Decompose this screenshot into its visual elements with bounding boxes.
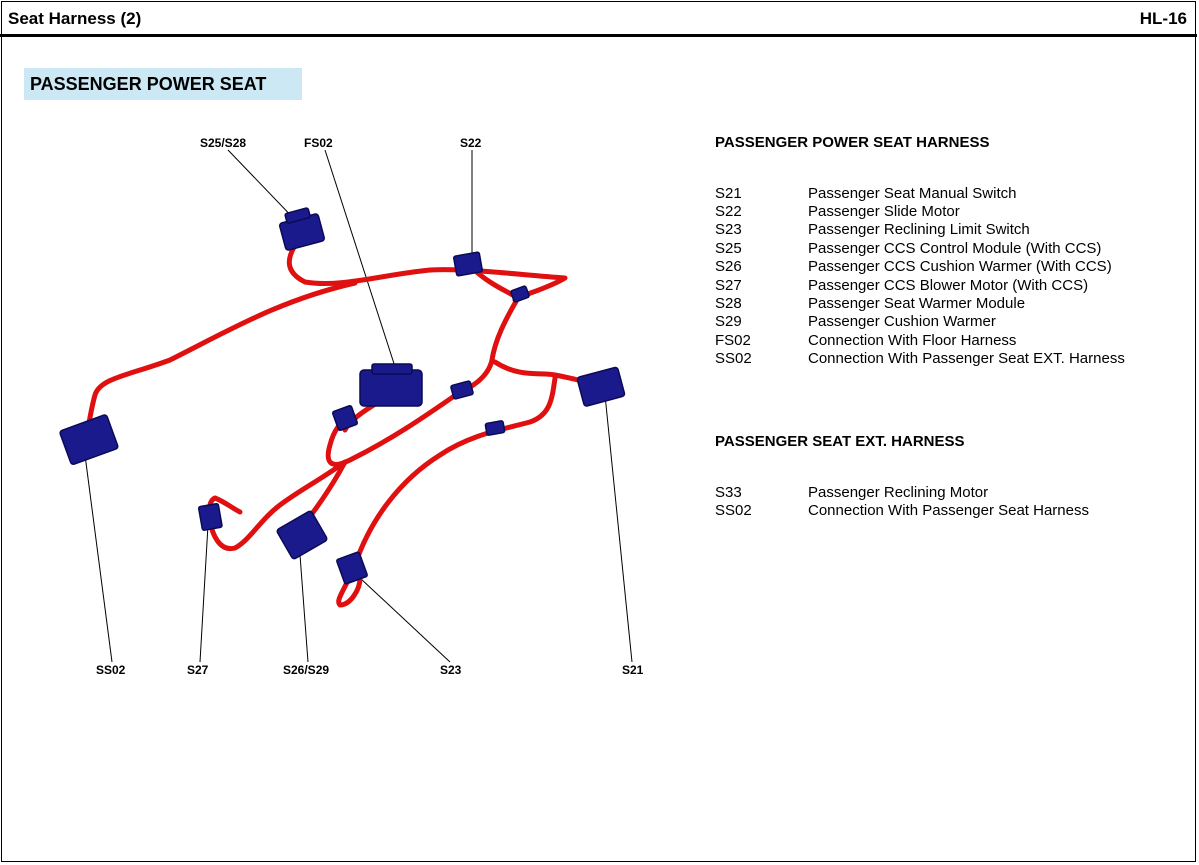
wire-center-down	[457, 295, 521, 395]
legend-row: S26 Passenger CCS Cushion Warmer (With CC…	[715, 258, 1112, 276]
leader-s26-s29	[299, 554, 309, 663]
leader-s21	[604, 394, 633, 663]
legend-desc: Passenger Reclining Motor	[808, 484, 989, 501]
connector-s21	[576, 366, 626, 407]
legend-code: S33	[715, 484, 742, 501]
wire-left-branch	[85, 280, 358, 431]
legend-desc: Passenger Cushion Warmer	[808, 313, 996, 330]
legend-row: S23 Passenger Reclining Limit Switch	[715, 221, 1030, 239]
callout-s22: S22	[460, 136, 482, 150]
legend-desc: Passenger CCS Control Module (With CCS)	[808, 240, 1102, 257]
section-title: PASSENGER POWER SEAT	[24, 68, 302, 100]
legend-code: S28	[715, 295, 742, 312]
wire-s27-branch	[206, 459, 348, 552]
legend-desc: Passenger CCS Cushion Warmer (With CCS)	[808, 258, 1112, 275]
legend-desc: Passenger Slide Motor	[808, 203, 960, 220]
callout-s27: S27	[187, 663, 209, 677]
legend-desc: Connection With Passenger Seat EXT. Harn…	[808, 350, 1125, 367]
legend-row: SS02 Connection With Passenger Seat Harne…	[715, 502, 1089, 520]
connector-s22	[453, 251, 483, 277]
legend-row: S29 Passenger Cushion Warmer	[715, 313, 996, 331]
callout-s21: S21	[622, 663, 644, 677]
harness-1-title: PASSENGER POWER SEAT HARNESS	[715, 134, 990, 151]
page-header: Seat Harness (2) HL-16	[0, 0, 1197, 37]
legend-desc: Passenger CCS Blower Motor (With CCS)	[808, 277, 1089, 294]
legend-desc: Passenger Seat Warmer Module	[808, 295, 1026, 312]
callout-ss02: SS02	[96, 663, 126, 677]
wire-s23-branch	[336, 375, 558, 608]
page-code: HL-16	[1139, 9, 1187, 28]
connector-s23-sub	[484, 420, 506, 436]
connectors	[59, 207, 626, 585]
legend-desc: Connection With Floor Harness	[808, 332, 1017, 349]
leader-fs02	[324, 149, 399, 377]
callout-s25-s28: S25/S28	[200, 136, 247, 150]
leader-ss02	[84, 454, 113, 663]
connector-s23	[336, 551, 368, 585]
callout-fs02: FS02	[304, 136, 333, 150]
wire-top-trunk	[286, 235, 568, 303]
legend-code: S21	[715, 185, 742, 202]
harness-diagram: S25/S28 FS02 S22 SS02 S27 S26/S29 S23 S2…	[0, 120, 690, 700]
legend-row: S21 Passenger Seat Manual Switch	[715, 185, 1016, 203]
legend-code: S25	[715, 240, 742, 257]
connector-center	[450, 380, 474, 400]
legend-code: SS02	[715, 502, 752, 519]
connector-s25-s28	[278, 207, 326, 251]
callout-s26-s29: S26/S29	[283, 663, 330, 677]
legend-row: S28 Passenger Seat Warmer Module	[715, 295, 1025, 313]
callout-s23: S23	[440, 663, 462, 677]
connector-ss02	[59, 414, 119, 466]
legend-code: FS02	[715, 332, 751, 349]
legend-code: SS02	[715, 350, 752, 367]
legend-desc: Passenger Reclining Limit Switch	[808, 221, 1030, 238]
legend-code: S27	[715, 277, 742, 294]
wires	[85, 235, 598, 608]
page-title: Seat Harness (2)	[8, 9, 142, 28]
legend-row: S22 Passenger Slide Motor	[715, 203, 960, 221]
harness-drawing	[59, 149, 633, 663]
connector-s27	[197, 502, 223, 531]
legend-code: S29	[715, 313, 742, 330]
legend-code: S26	[715, 258, 742, 275]
legend-row: S33 Passenger Reclining Motor	[715, 484, 988, 502]
leader-s27	[199, 524, 209, 663]
legend-row: S25 Passenger CCS Control Module (With CC…	[715, 240, 1101, 258]
legend-row: S27 Passenger CCS Blower Motor (With CCS)	[715, 277, 1088, 295]
legend-desc: Passenger Seat Manual Switch	[808, 185, 1017, 202]
legend-row: SS02 Connection With Passenger Seat EXT. …	[715, 350, 1125, 368]
leader-s23	[359, 577, 451, 663]
legend-code: S23	[715, 221, 742, 238]
legend-desc: Connection With Passenger Seat Harness	[808, 502, 1089, 519]
connector-s22-sub	[510, 285, 530, 303]
legend-row: FS02 Connection With Floor Harness	[715, 332, 1016, 350]
legend-code: S22	[715, 203, 742, 220]
harness-2-title: PASSENGER SEAT EXT. HARNESS	[715, 433, 965, 450]
connector-fs02-sub	[331, 404, 359, 432]
connector-s26-s29	[276, 510, 328, 560]
connector-fs02	[359, 363, 423, 407]
